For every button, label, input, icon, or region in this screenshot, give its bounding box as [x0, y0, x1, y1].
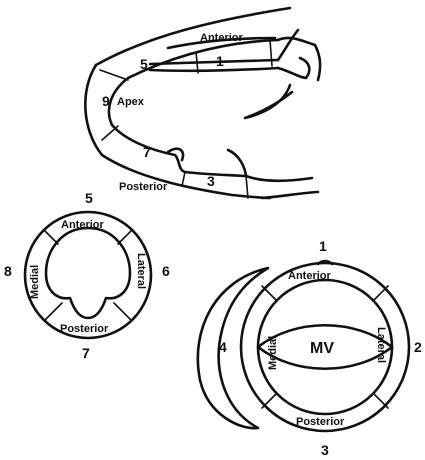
long-axis-divider-7-3	[182, 172, 185, 186]
long-axis-label-anterior: Anterior	[200, 32, 244, 44]
basal-segment-2: 2	[414, 339, 422, 355]
long-axis-divider-9-7	[102, 126, 118, 140]
long-axis-inner-anterior-wall	[128, 40, 278, 78]
basal-divider-bottom-left	[262, 394, 276, 408]
apical-divider-bottom-left	[45, 303, 62, 320]
apical-segment-6: 6	[162, 263, 170, 279]
apical-segment-8: 8	[4, 263, 12, 279]
long-axis-aortic-root-1	[278, 30, 298, 60]
long-axis-segment-5: 5	[140, 56, 148, 72]
apical-segment-5: 5	[85, 190, 93, 206]
basal-segment-4: 4	[219, 339, 227, 355]
long-axis-posterior-base	[262, 192, 318, 198]
long-axis-view: Anterior 1 5 9 Apex 7 Posterior 3	[85, 8, 320, 198]
basal-divider-bottom-right	[374, 394, 388, 408]
long-axis-mitral-leaflet	[245, 85, 292, 118]
apical-divider-top-right	[118, 230, 132, 244]
apical-segment-7: 7	[82, 345, 90, 361]
basal-segment-1: 1	[319, 238, 327, 254]
long-axis-divider-1-base	[270, 40, 272, 66]
apical-label-lateral: Lateral	[135, 253, 147, 289]
long-axis-segment-9: 9	[102, 93, 110, 109]
long-axis-outer-anterior-wall	[96, 8, 290, 65]
mitral-valve-label: MV	[310, 340, 334, 357]
apical-divider-top-left	[44, 230, 58, 244]
long-axis-aortic-root-2	[278, 58, 309, 78]
long-axis-inner-posterior	[112, 125, 245, 176]
long-axis-segment-1: 1	[216, 53, 224, 69]
apical-inner-cavity	[46, 228, 130, 318]
long-axis-segment-7: 7	[143, 144, 151, 160]
basal-label-posterior: Posterior	[296, 416, 345, 428]
long-axis-divider-3-base	[246, 176, 248, 198]
long-axis-label-posterior: Posterior	[119, 181, 168, 193]
short-axis-apical-view: Anterior Posterior Medial Lateral 5 6 7 …	[4, 190, 170, 361]
basal-segment-3: 3	[321, 442, 329, 458]
apical-label-medial: Medial	[29, 265, 41, 299]
apical-divider-bottom-right	[114, 303, 131, 320]
long-axis-divider-5-9	[100, 70, 128, 80]
long-axis-apex-outer	[85, 65, 270, 198]
long-axis-aortic-root-3	[278, 38, 320, 80]
basal-label-anterior: Anterior	[288, 270, 332, 282]
short-axis-basal-view: Anterior Posterior Medial Lateral MV 1 2…	[198, 238, 422, 458]
basal-label-medial: Medial	[267, 336, 279, 370]
long-axis-segment-3: 3	[207, 173, 215, 189]
long-axis-label-apex: Apex	[117, 96, 145, 108]
apical-label-anterior: Anterior	[61, 219, 105, 231]
basal-divider-top-right	[374, 286, 388, 300]
basal-divider-top-left	[262, 286, 276, 300]
basal-label-lateral: Lateral	[375, 327, 387, 363]
apical-label-posterior: Posterior	[60, 323, 109, 335]
